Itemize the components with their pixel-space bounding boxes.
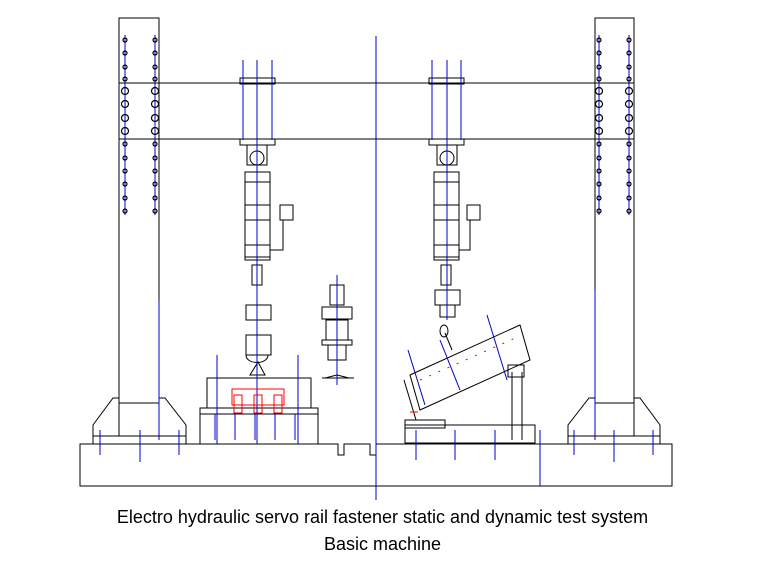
bolt-holes	[120, 37, 634, 214]
tilted-fixture	[403, 324, 536, 444]
rail-sample	[321, 284, 354, 379]
right-column	[594, 17, 635, 404]
centerlines	[99, 35, 654, 500]
right-actuator	[428, 77, 481, 318]
red-clamps	[231, 335, 521, 414]
fixture-block	[199, 360, 319, 445]
left-actuator	[239, 77, 294, 363]
machine-drawing	[79, 17, 673, 500]
caption-title: Electro hydraulic servo rail fastener st…	[116, 507, 649, 527]
base-platform	[79, 443, 673, 487]
caption-subtitle: Basic machine	[323, 534, 442, 554]
left-column	[118, 17, 160, 404]
